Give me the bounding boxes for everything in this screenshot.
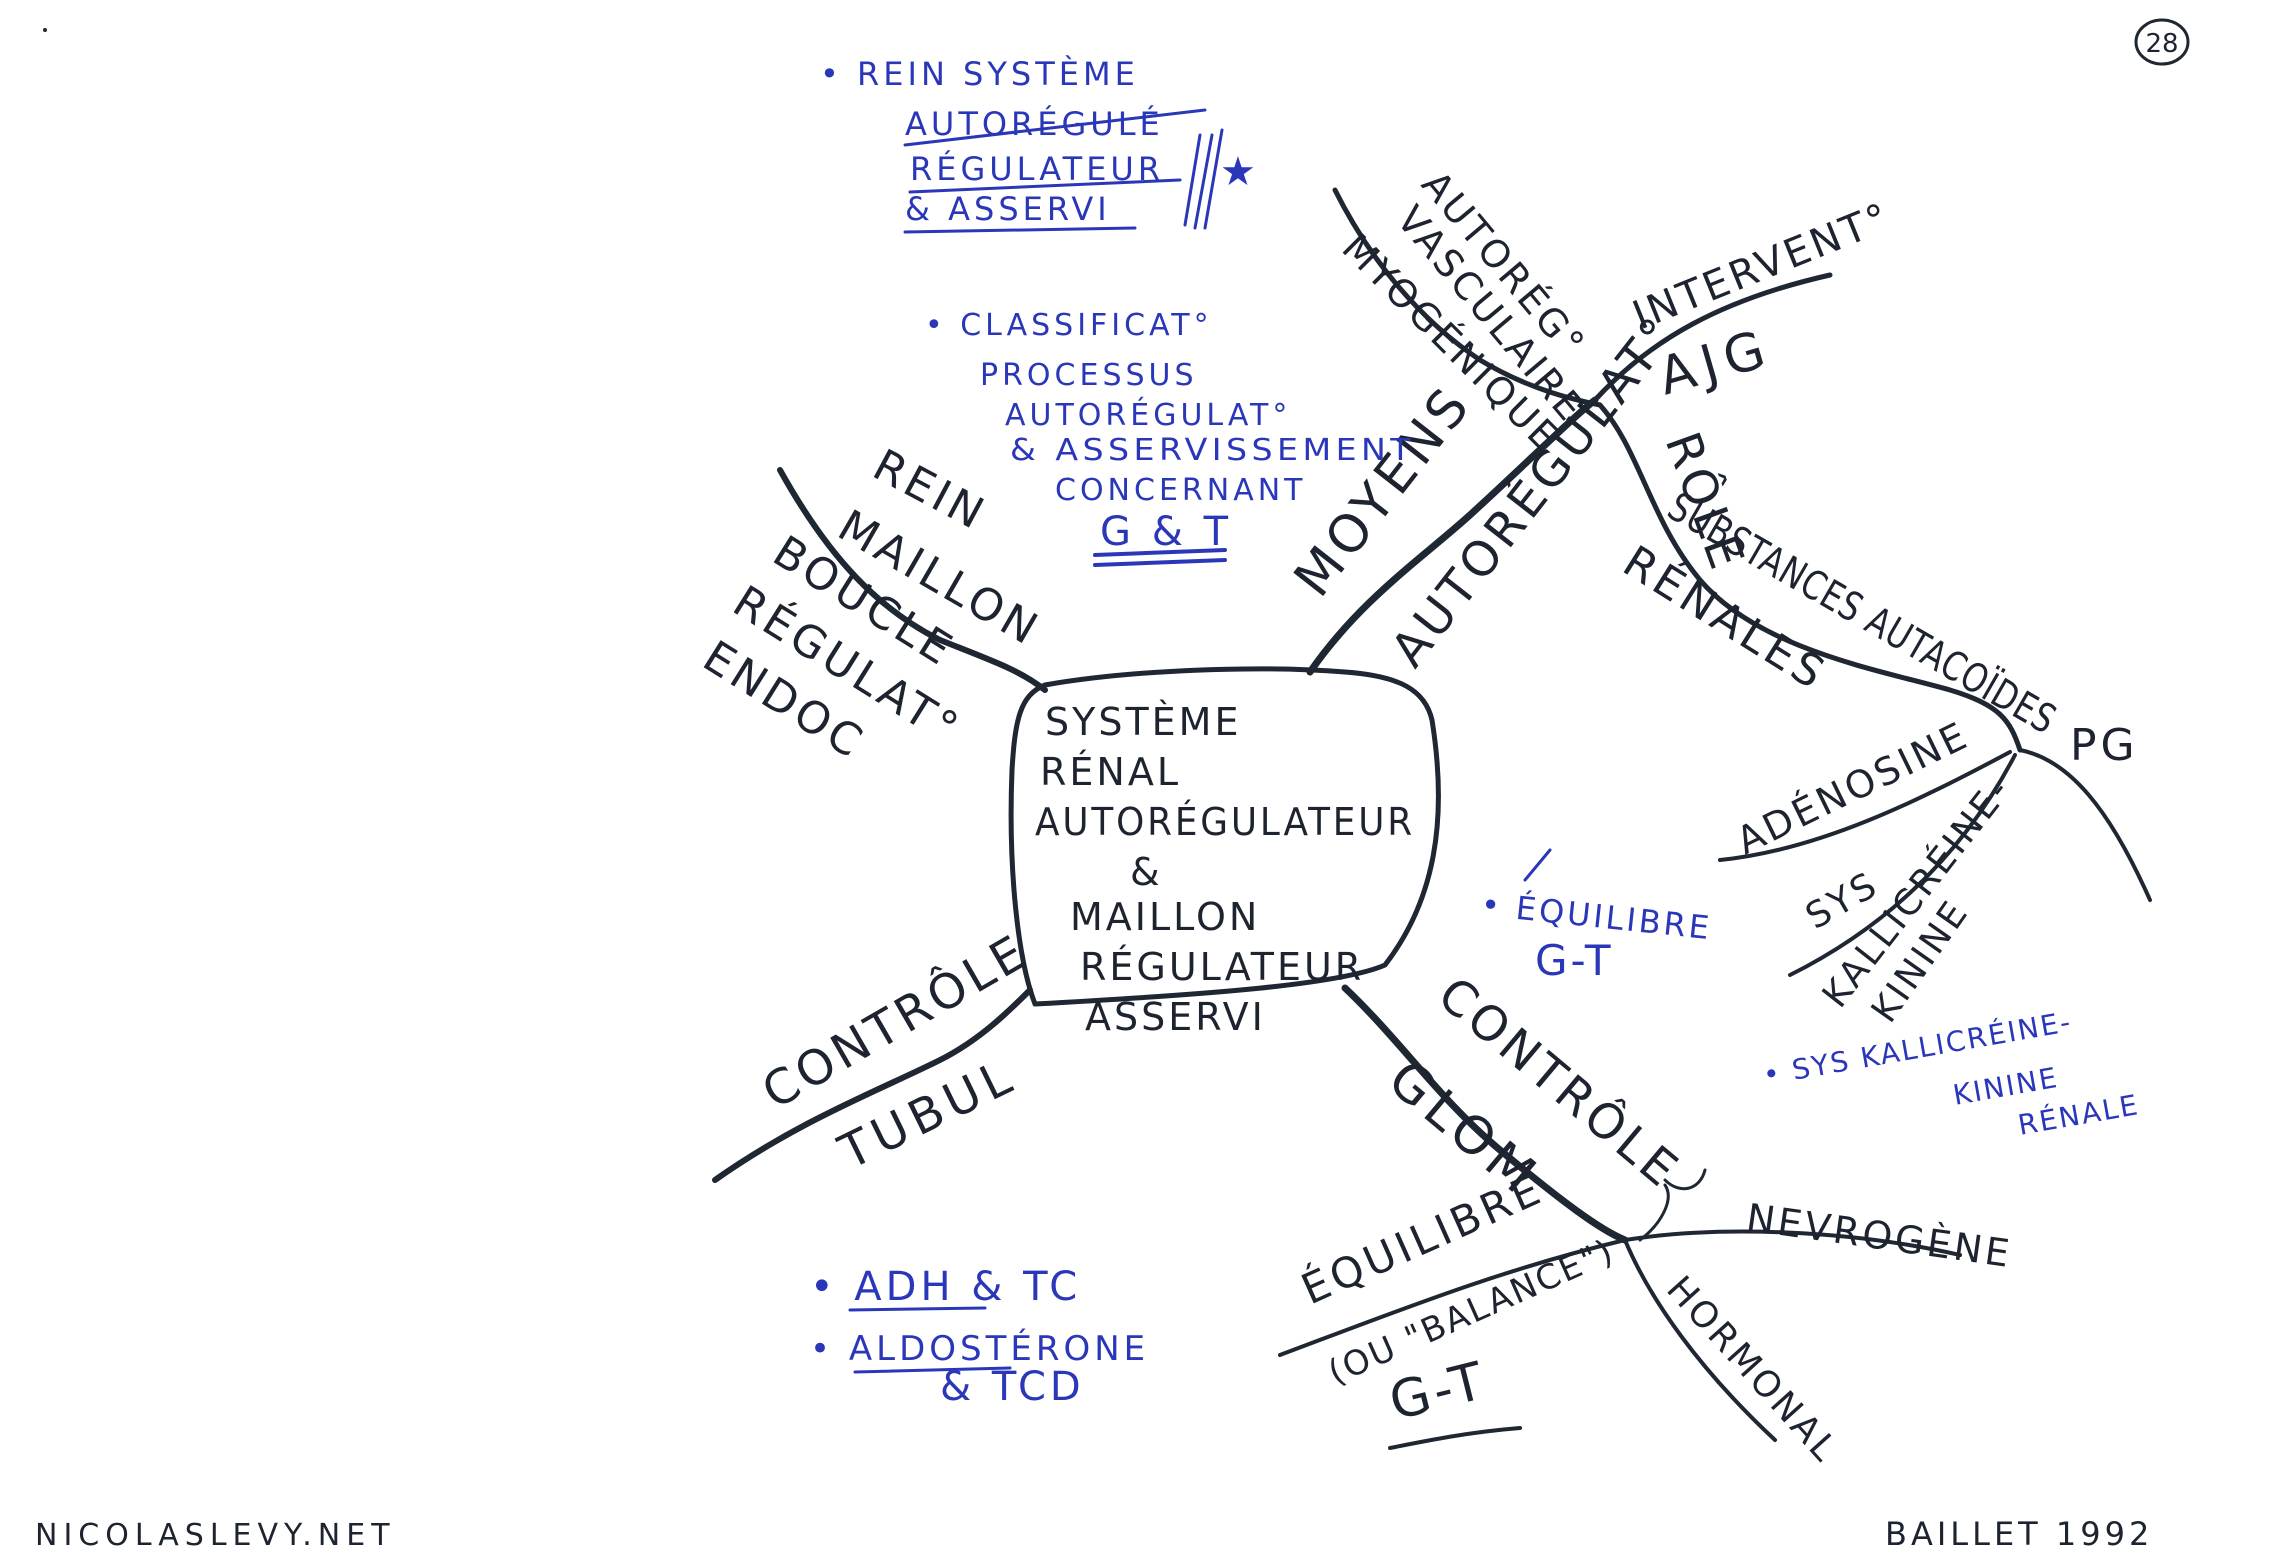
star-mark: ★: [1220, 149, 1256, 195]
note5-underline-1: [848, 1306, 987, 1312]
note3-line-2: G-T: [1535, 936, 1614, 985]
note1-underline-3: [903, 226, 1137, 234]
note2-line-5: CONCERNANT: [1055, 473, 1306, 508]
note2-line-1: • CLASSIFICAT°: [925, 308, 1213, 343]
center-line-6: RÉGULATEUR: [1080, 945, 1364, 989]
branch-intervent: [1592, 272, 1833, 403]
gt-underline: [1388, 1426, 1522, 1450]
note5-line-3: & TCD: [940, 1364, 1085, 1410]
note5-line-1: • ADH & TC: [810, 1264, 1081, 1310]
branch-nevrogene: [1623, 1229, 1962, 1257]
page-number-circle: [2134, 18, 2190, 66]
note1-line-1: • REIN SYSTÈME: [820, 55, 1139, 93]
note5-underline-2: [853, 1366, 1012, 1374]
branch-controle-glom: [1341, 984, 1629, 1244]
center-line-4: &: [1130, 850, 1163, 894]
branch-sys-kk: [1788, 753, 2017, 977]
hook-mark: [1663, 1168, 1707, 1191]
footer-signature-left: NICOLASLEVY.NET: [35, 1518, 396, 1553]
label-pg: PG: [2070, 720, 2139, 771]
branch-pg: [2018, 748, 2152, 902]
note-sys-kk-renale: • SYS KALLICRÉINE- KININE RÉNALE: [1760, 1004, 2142, 1142]
branch-controle-tubul: [712, 987, 1033, 1183]
note1-bar-3: [1203, 128, 1224, 230]
note-rein-systeme: • REIN SYSTÈME AUTORÉGULÉ RÉGULATEUR & A…: [820, 55, 1164, 228]
note1-line-2: AUTORÉGULÉ: [905, 105, 1164, 143]
note1-line-4: & ASSERVI: [905, 190, 1111, 228]
note-adh: • ADH & TC • ALDOSTÉRONE & TCD: [810, 1264, 1149, 1410]
center-line-1: SYSTÈME: [1045, 700, 1241, 744]
center-node-outline: [1008, 666, 1441, 1007]
note1-bar-2: [1193, 133, 1214, 230]
branch-lines: [43, 18, 2190, 1450]
note2-line-4: & ASSERVISSEMENT: [1010, 433, 1415, 468]
note2-line-6: G & T: [1100, 509, 1232, 555]
note2-underline-1: [1093, 548, 1227, 557]
note2-underline-2: [1093, 558, 1227, 567]
branch-adenosine: [1718, 750, 2012, 862]
tick-mark: [1638, 1183, 1670, 1242]
branch-rein-maillon: [777, 467, 1048, 693]
note-equilibre-gt: • ÉQUILIBRE G-T: [1479, 885, 1714, 985]
center-line-2: RÉNAL: [1040, 750, 1181, 794]
branch-role: [1597, 402, 2023, 753]
footer-signature-right: BAILLET 1992: [1885, 1515, 2153, 1553]
page-number: 28: [2145, 29, 2178, 59]
label-rein-maillon: REIN MAILLON BOUCLE RÉGULAT° ENDOC: [694, 440, 1049, 770]
center-line-7: ASSERVI: [1085, 995, 1266, 1039]
center-line-5: MAILLON: [1070, 895, 1260, 939]
note2-line-2: PROCESSUS: [980, 358, 1198, 393]
blue-notes: • REIN SYSTÈME AUTORÉGULÉ RÉGULATEUR & A…: [810, 55, 2142, 1410]
branch-equilibre: [1278, 1238, 1627, 1357]
branch-autoreg-vascul: [1332, 187, 1603, 408]
center-node-text: SYSTÈME RÉNAL AUTORÉGULATEUR & MAILLON R…: [1035, 700, 1415, 1039]
branch-moyens: [1306, 396, 1599, 676]
note1-underline-1: [903, 108, 1207, 147]
note-classification: • CLASSIFICAT° PROCESSUS AUTORÉGULAT° & …: [925, 308, 1415, 555]
note2-line-3: AUTORÉGULAT°: [1005, 397, 1291, 433]
note5-line-2: • ALDOSTÉRONE: [810, 1328, 1149, 1369]
center-line-3: AUTORÉGULATEUR: [1035, 800, 1415, 844]
stray-dot: [43, 28, 47, 32]
note1-bar-1: [1183, 133, 1202, 227]
note3-tick: [1523, 848, 1552, 882]
label-hormonal: HORMONAL: [1658, 1269, 1846, 1471]
note1-underline-2: [908, 178, 1182, 194]
footer: NICOLASLEVY.NET BAILLET 1992: [35, 1515, 2153, 1553]
label-nevrogene: NEVROGÈNE: [1744, 1195, 2015, 1276]
branch-hormonal: [1623, 1238, 1777, 1442]
